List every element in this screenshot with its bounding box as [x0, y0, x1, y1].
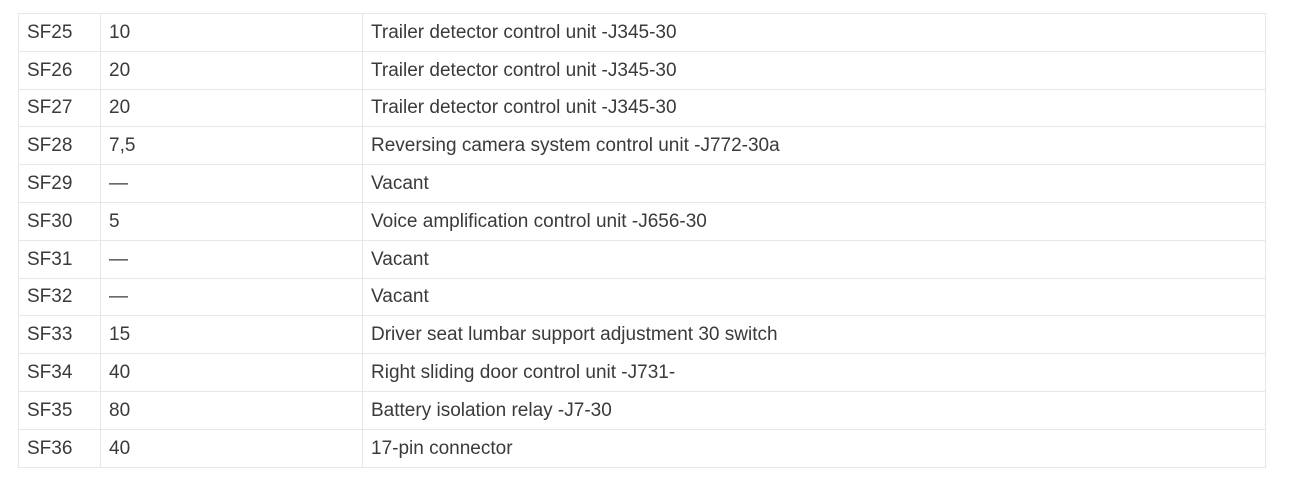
fuse-id-cell: SF30	[18, 201, 101, 241]
fuse-id-cell: SF35	[18, 390, 101, 430]
amperage-cell: 10	[100, 13, 363, 52]
description-cell: Right sliding door control unit -J731-	[362, 353, 1266, 392]
amperage-cell: 40	[100, 353, 363, 392]
description-cell: Trailer detector control unit -J345-30	[362, 88, 1266, 128]
table-row: SF32—Vacant	[18, 277, 1266, 317]
description-cell: Reversing camera system control unit -J7…	[362, 126, 1266, 166]
amperage-cell: 20	[100, 88, 363, 128]
amperage-cell: 7,5	[100, 126, 363, 166]
description-cell: 17-pin connector	[362, 428, 1266, 468]
amperage-cell: 15	[100, 315, 363, 355]
description-cell: Trailer detector control unit -J345-30	[362, 50, 1266, 90]
fuse-id-cell: SF29	[18, 164, 101, 203]
description-cell: Vacant	[362, 277, 1266, 317]
table-row: SF31—Vacant	[18, 239, 1266, 279]
fuse-id-cell: SF31	[18, 239, 101, 279]
fuse-id-cell: SF36	[18, 428, 101, 468]
description-cell: Driver seat lumbar support adjustment 30…	[362, 315, 1266, 355]
fuse-id-cell: SF27	[18, 88, 101, 128]
fuse-id-cell: SF32	[18, 277, 101, 317]
description-cell: Vacant	[362, 164, 1266, 203]
fuse-id-cell: SF28	[18, 126, 101, 166]
description-cell: Trailer detector control unit -J345-30	[362, 13, 1266, 52]
description-cell: Battery isolation relay -J7-30	[362, 390, 1266, 430]
fuse-id-cell: SF26	[18, 50, 101, 90]
fuse-id-cell: SF33	[18, 315, 101, 355]
amperage-cell: —	[100, 164, 363, 203]
fuse-id-cell: SF34	[18, 353, 101, 392]
description-cell: Vacant	[362, 239, 1266, 279]
amperage-cell: 40	[100, 428, 363, 468]
amperage-cell: —	[100, 239, 363, 279]
fuse-id-cell: SF25	[18, 13, 101, 52]
amperage-cell: 5	[100, 201, 363, 241]
table-row: SF29—Vacant	[18, 164, 1266, 203]
amperage-cell: —	[100, 277, 363, 317]
amperage-cell: 80	[100, 390, 363, 430]
amperage-cell: 20	[100, 50, 363, 90]
description-cell: Voice amplification control unit -J656-3…	[362, 201, 1266, 241]
